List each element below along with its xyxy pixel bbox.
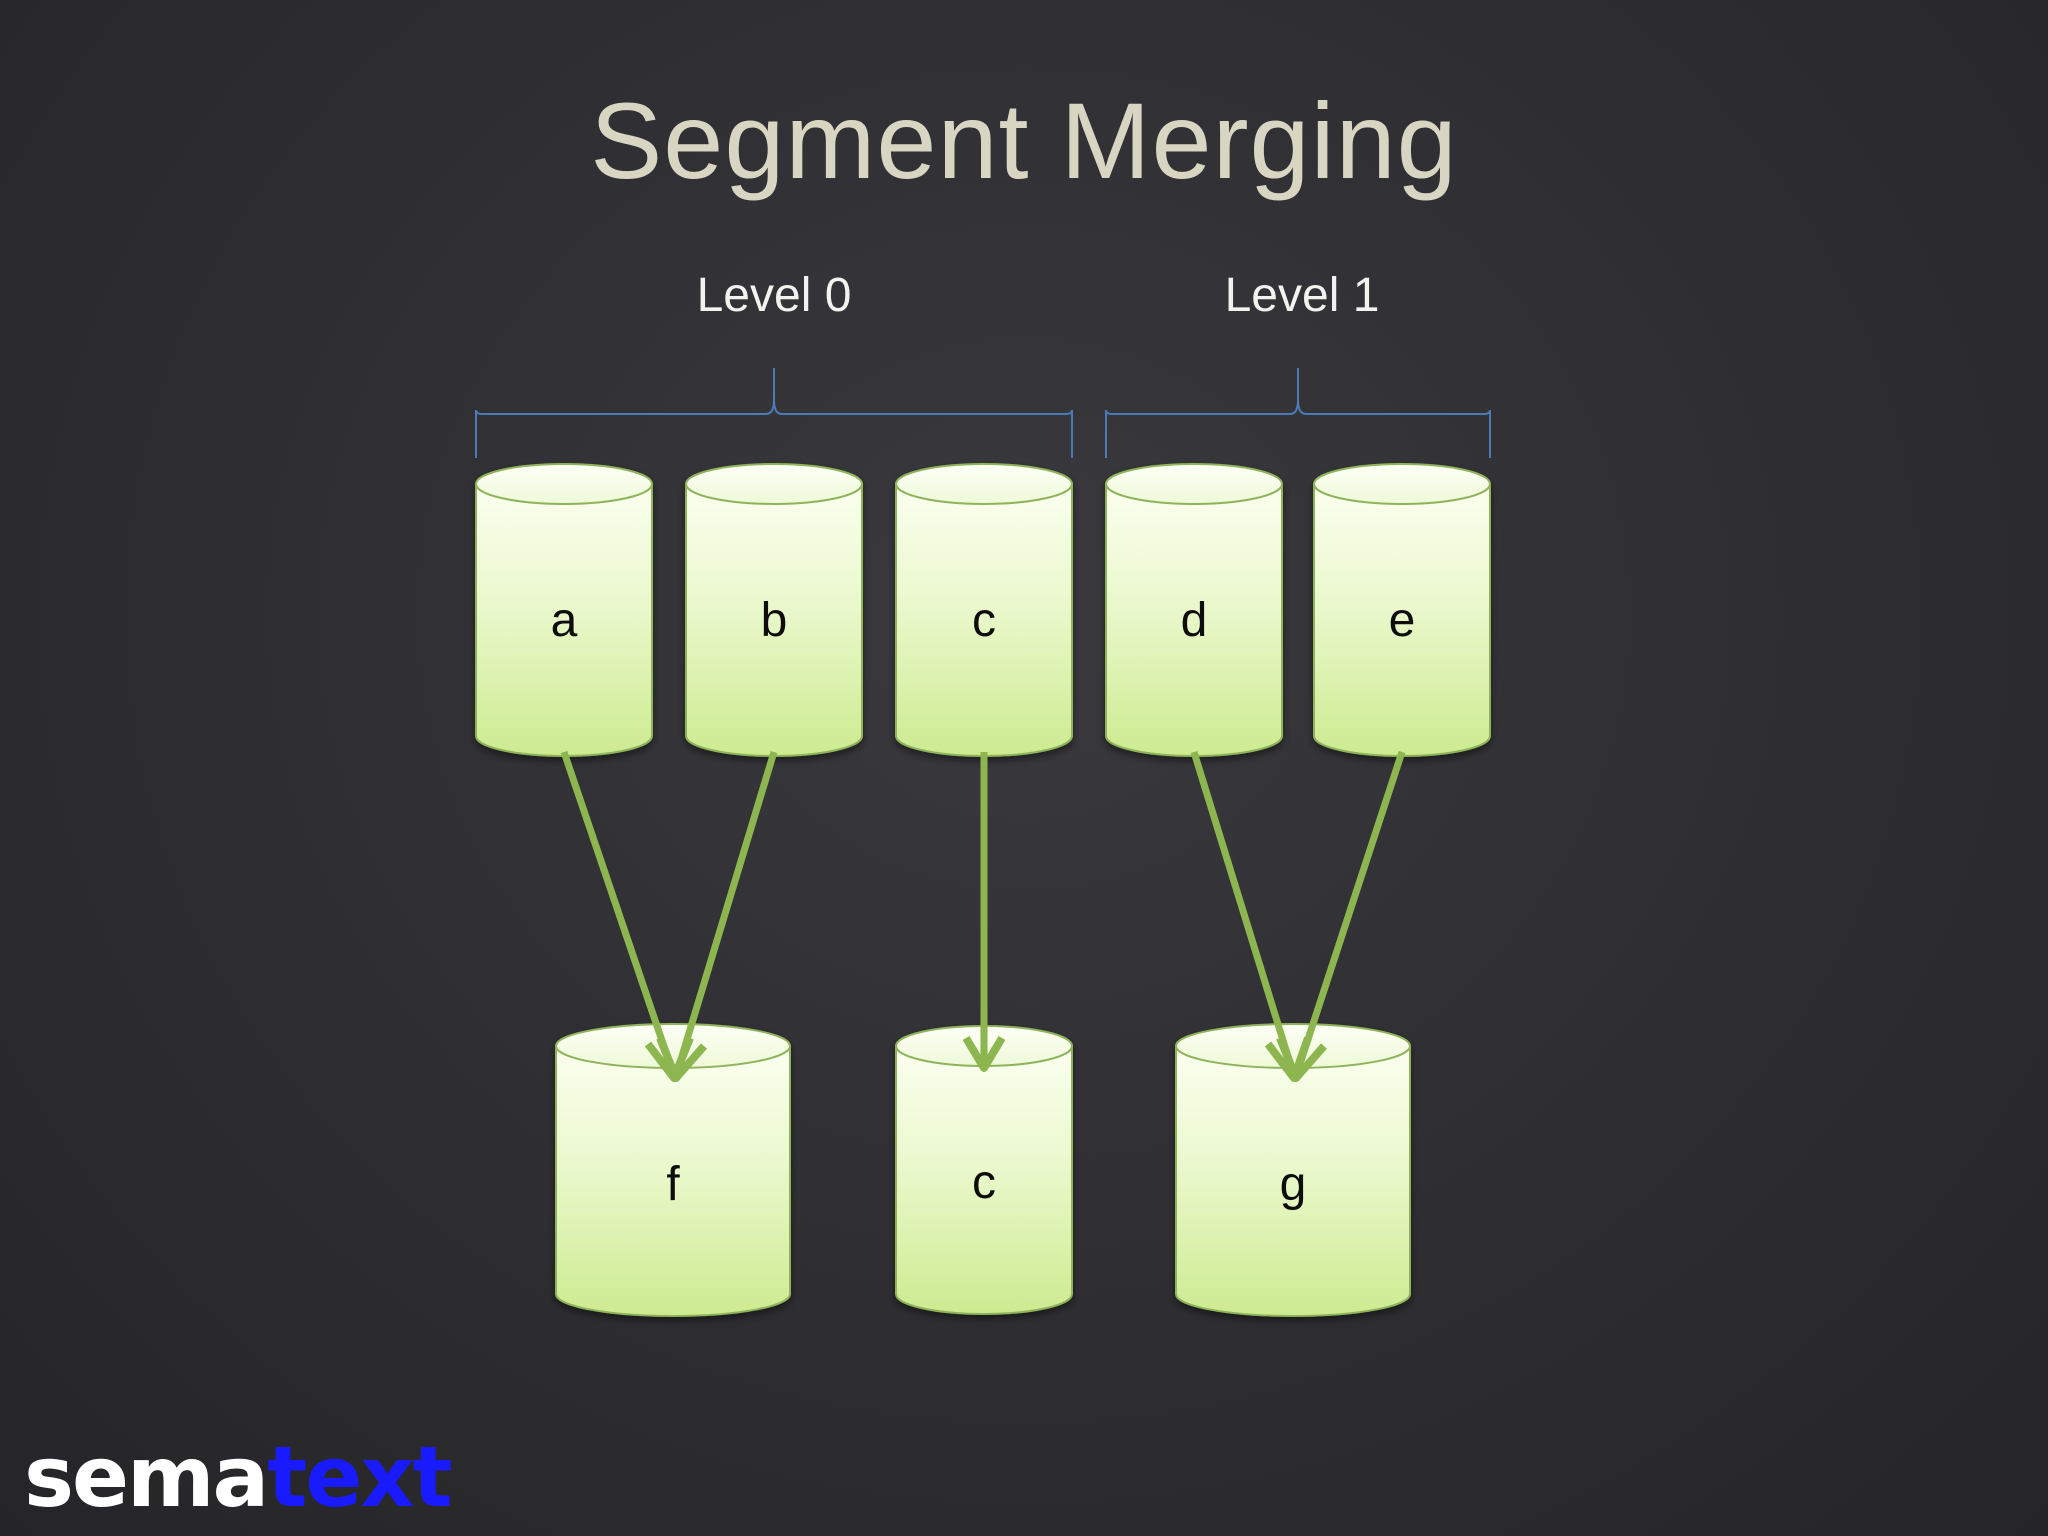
segment-cylinder-c: c [895,463,1073,757]
segment-cylinder-a: a [475,463,653,757]
segment-cylinder-d: d [1105,463,1283,757]
segment-label-b: b [761,594,788,647]
segment-label-a: a [551,594,578,647]
segment-label-c: c [972,594,996,647]
merged-cylinder-f: f [555,1023,791,1317]
slide-title: Segment Merging [590,80,1458,201]
segment-label-d: d [1181,594,1208,647]
level-1-brace [1105,368,1491,458]
merged-label-f: f [666,1158,680,1211]
merge-arrow-e-to-g [1276,750,1406,1082]
level-0-brace [475,368,1073,458]
segment-label-e: e [1389,594,1416,647]
level-1-label: Level 1 [1224,269,1380,322]
logo-part-sema: sema [24,1428,269,1526]
segment-cylinder-e: e [1313,463,1491,757]
merged-cylinder-c: c [895,1025,1073,1315]
segment-cylinder-b: b [685,463,863,757]
logo-part-text: text [267,1428,452,1526]
merge-arrow-b-to-f [656,750,778,1082]
level-0-label: Level 0 [696,269,852,322]
sematext-logo: sematext [24,1428,453,1526]
merge-arrow-c-to-c [962,752,1006,1072]
merged-label-g: g [1280,1158,1307,1211]
merged-label-c: c [972,1156,996,1209]
